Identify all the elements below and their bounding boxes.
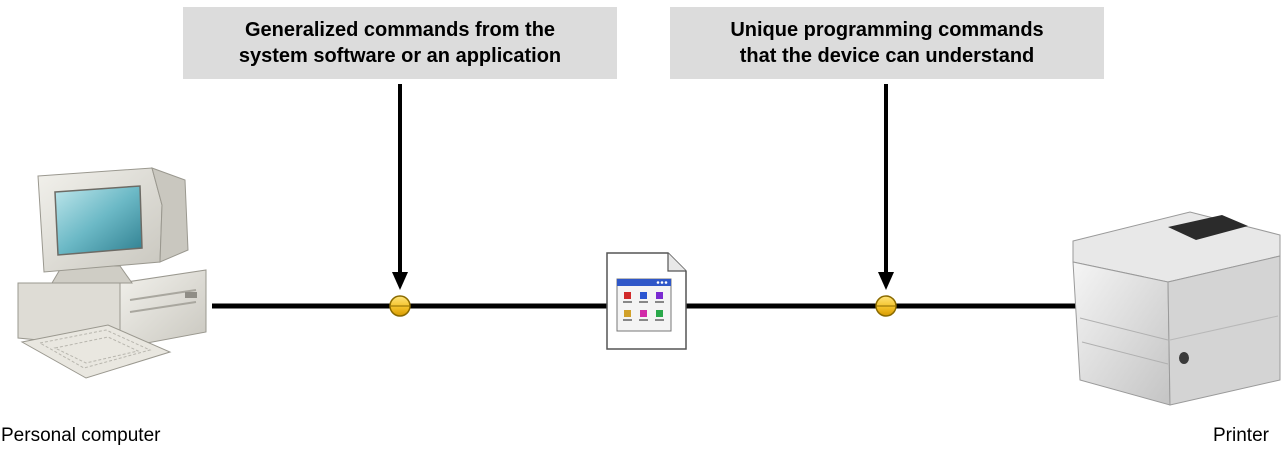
callout-right-line1: Unique programming commands: [730, 19, 1044, 41]
callout-left-line1: Generalized commands from the: [244, 19, 556, 41]
computer-label: Personal computer: [1, 425, 161, 446]
computer-icon: [17, 167, 207, 379]
printer-icon: [1072, 211, 1281, 406]
callout-unique-commands: Unique programming commands that the dev…: [670, 7, 1104, 79]
node-right: [875, 295, 897, 317]
arrow-right: [878, 84, 894, 290]
document-icon: [606, 252, 687, 350]
node-left: [389, 295, 411, 317]
arrow-left: [392, 84, 408, 290]
printer-label: Printer: [1213, 425, 1269, 446]
callout-generalized-commands: Generalized commands from the system sof…: [183, 7, 617, 79]
callout-right-line2: that the device can understand: [739, 45, 1035, 67]
callout-left-line2: system software or an application: [238, 45, 562, 67]
